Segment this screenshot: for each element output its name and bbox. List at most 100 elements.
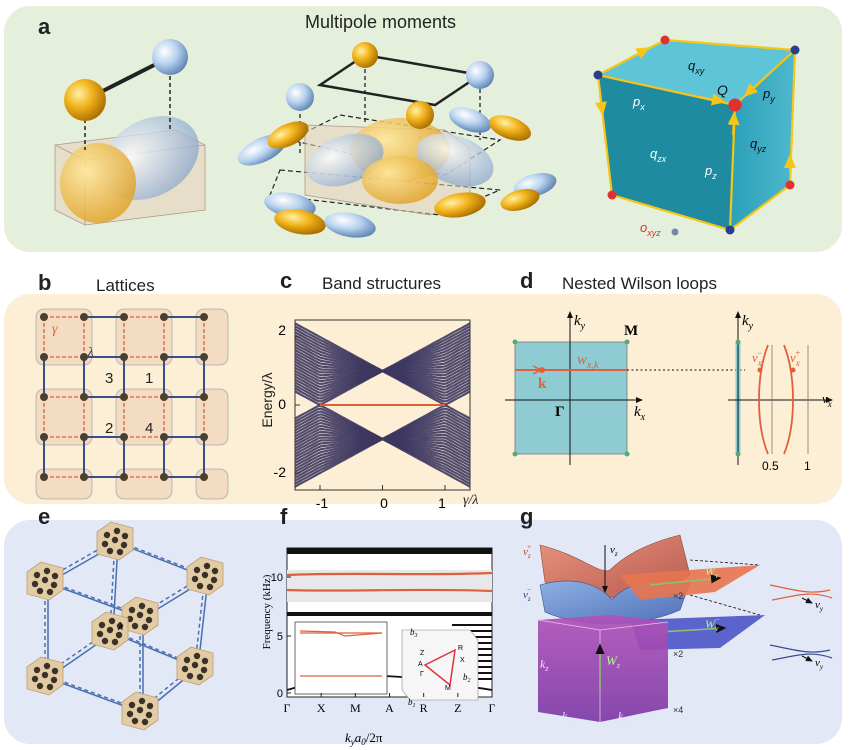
lattice-site <box>200 473 208 481</box>
lattice-site <box>120 313 128 321</box>
lattice-label-3: 3 <box>105 370 113 387</box>
wilson-label-vx: νx <box>822 391 832 409</box>
lattice3d-site <box>98 621 106 629</box>
lattice-site <box>80 393 88 401</box>
lattice-site <box>80 313 88 321</box>
wilson-label-gamma: Γ <box>555 404 565 420</box>
lattice3d-site <box>141 718 149 726</box>
lattice-site <box>80 433 88 441</box>
cube-label-qxy: qxy <box>688 58 705 76</box>
frequency-band-plot <box>286 547 493 701</box>
lattice-site <box>200 313 208 321</box>
g-label-vz: νz <box>610 544 618 558</box>
freq-bz-path <box>423 648 456 687</box>
lattice3d-site <box>106 547 114 555</box>
lattice3d-site <box>196 673 204 681</box>
lattice3d-site <box>210 576 218 584</box>
panel-label-d: d <box>520 268 534 293</box>
lattice-site <box>160 353 168 361</box>
lattice-site <box>160 433 168 441</box>
lattice-site <box>200 393 208 401</box>
dipole-illustration <box>54 39 206 226</box>
lattice-site <box>40 433 48 441</box>
freq-xtick-label: Z <box>454 701 461 715</box>
lattice3d-site <box>46 588 54 596</box>
lattice-site <box>160 473 168 481</box>
band-xtick: 0 <box>380 495 388 511</box>
lattice3d-site <box>146 607 154 615</box>
freq-xtick-label: R <box>420 701 428 715</box>
lattice-site <box>80 473 88 481</box>
lattice3d-site <box>211 567 219 575</box>
lattice-site <box>200 353 208 361</box>
bz-label-A: A <box>418 661 423 668</box>
lattice3d-site <box>145 711 153 719</box>
lattice3d-site <box>51 572 59 580</box>
lattice3d-site <box>183 656 191 664</box>
freq-bz-box <box>401 629 479 701</box>
freq-xtick-label: Γ <box>489 701 496 715</box>
panel-label-f: f <box>280 504 288 529</box>
lattice3d-site <box>43 567 51 575</box>
bz-label-Z: Z <box>420 650 425 657</box>
quadrupole-illustration <box>237 42 557 238</box>
panel-label-b: b <box>38 270 52 295</box>
freq-ytick: 10 <box>271 572 283 584</box>
cube-label-pz: pz <box>704 163 717 181</box>
g-label-wminus: Wv− <box>705 615 720 633</box>
lattice3d-site <box>33 666 41 674</box>
lattice3d-site <box>115 631 123 639</box>
bz-label-M: M <box>445 685 451 692</box>
wilson-label-ky: ky <box>574 313 586 332</box>
wilson-loop-diagram <box>505 311 833 465</box>
band-ytick: 2 <box>278 322 286 338</box>
lattice-site <box>200 433 208 441</box>
wilson-label-ky2: ky <box>742 313 754 332</box>
wilson-label-vminus: νx− <box>752 348 763 368</box>
lattice3d-site <box>36 682 44 690</box>
bz-label-b2: b2 <box>463 672 471 684</box>
wilson-label-M: M <box>624 323 638 339</box>
lattice-site <box>160 313 168 321</box>
g-label-wz: Wz <box>606 653 621 670</box>
lattice3d-site <box>50 676 58 684</box>
lattice-label-gamma: γ <box>52 322 58 337</box>
cube-label-qyz: qyz <box>750 136 767 154</box>
lattice3d-site <box>101 637 109 645</box>
bz-label-Gamma: Γ <box>420 671 424 678</box>
g-label-wplus: Wv+ <box>705 562 720 580</box>
lattice-unit-cell <box>35 388 93 446</box>
lattice3d-site <box>136 611 144 619</box>
lattice3d-site <box>186 672 194 680</box>
freq-xlabel: kya0/2π <box>345 730 383 747</box>
band-ytick: 0 <box>278 396 286 412</box>
lattice-unit-cell <box>35 308 93 366</box>
title-multipole-moments: Multipole moments <box>305 12 457 32</box>
lattice3d-site <box>101 540 109 548</box>
freq-xtick-label: A <box>385 701 394 715</box>
cube-label-px: px <box>632 94 645 112</box>
lattice3d-site <box>96 630 104 638</box>
panel-label-g: g <box>520 504 534 529</box>
band-xtick: -1 <box>316 495 329 511</box>
lattice-label-2: 2 <box>105 420 113 437</box>
bz-label-X: X <box>460 657 465 664</box>
lattice3d-site <box>113 527 121 535</box>
lattice-unit-cell <box>195 468 229 500</box>
lattice3d-site <box>138 697 146 705</box>
lattice-site <box>40 313 48 321</box>
lattice3d-site <box>145 616 153 624</box>
lattice3d-site <box>131 622 139 630</box>
panel-label-c: c <box>280 268 293 293</box>
lattice-site <box>40 473 48 481</box>
freq-ytick: 5 <box>277 631 283 643</box>
lattice3d-site <box>31 675 39 683</box>
band-xlabel: γ/λ <box>463 493 478 508</box>
lattice3d-site <box>128 606 136 614</box>
lattice3d-site <box>200 666 208 674</box>
bz-label-b1: b1 <box>408 697 416 709</box>
lattice3d-site <box>193 652 201 660</box>
title-nested-wilson-loops: Nested Wilson loops <box>562 274 717 293</box>
lattice3d-site <box>196 582 204 590</box>
lattice3d-site <box>128 701 136 709</box>
